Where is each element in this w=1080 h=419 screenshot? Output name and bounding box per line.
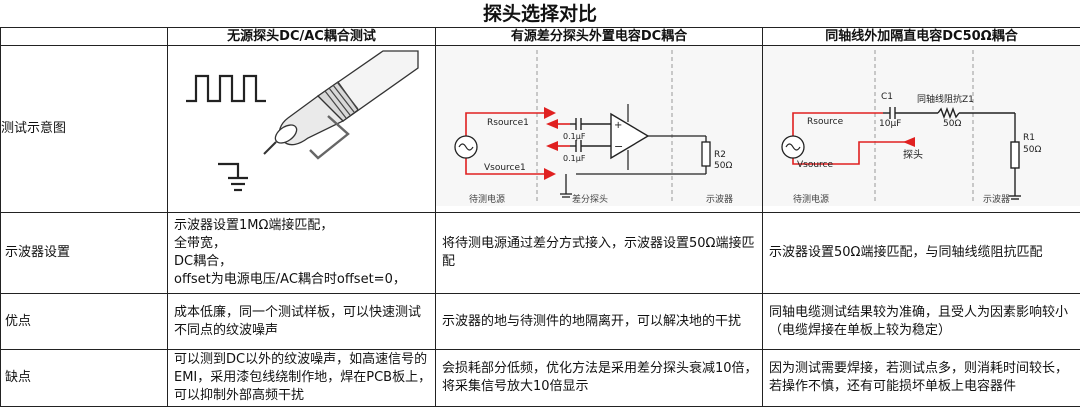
scope-setting-differential: 将待测电源通过差分方式接入，示波器设置50Ω端接匹配 <box>435 212 763 294</box>
disadvantages-differential: 会损耗部分低频，优化方法是采用差分探头衰减10倍，将采集信号放大10倍显示 <box>435 349 763 407</box>
passive-probe-illustration <box>186 50 419 192</box>
z1-name: 同轴线阻抗Z1 <box>917 93 974 105</box>
square-wave-icon <box>186 74 266 103</box>
ground-icon <box>218 162 248 192</box>
probe-icon <box>263 50 419 160</box>
c1-name: C1 <box>881 92 893 102</box>
differential-probe-schematic: + − Rsource1 <box>436 46 762 206</box>
advantages-coax: 同轴电缆测试结果较为准确，且受人为因素影响较小（电缆焊接在单板上较为稳定） <box>762 293 1080 350</box>
row-label-scope-setting: 示波器设置 <box>0 212 168 294</box>
zone-mid-label: 差分探头 <box>572 193 608 205</box>
r1-name: R1 <box>1023 133 1035 143</box>
zone-right-label-coax: 示波器 <box>983 193 1010 205</box>
scope-setting-coax: 示波器设置50Ω端接匹配，与同轴线缆阻抗匹配 <box>762 212 1080 294</box>
c1-value: 10μF <box>879 119 901 129</box>
header-row: 无源探头DC/AC耦合测试 有源差分探头外置电容DC耦合 同轴线外加隔直电容DC… <box>0 27 1080 46</box>
header-differential-probe: 有源差分探头外置电容DC耦合 <box>435 27 763 46</box>
r2-value: 50Ω <box>714 161 732 171</box>
diagram-row: 测试示意图 <box>0 45 1080 213</box>
probe-label: 探头 <box>903 148 923 161</box>
header-empty <box>0 27 168 46</box>
disadvantages-coax: 因为测试需要焊接，若测试点多，则消耗时间较长，若操作不慎，还有可能损坏单板上电容… <box>762 349 1080 407</box>
cap-top-label: 0.1μF <box>563 132 586 141</box>
z1-value: 50Ω <box>943 119 961 129</box>
row-label-advantages: 优点 <box>0 293 168 350</box>
r1-value: 50Ω <box>1023 145 1041 155</box>
scope-setting-row: 示波器设置 示波器设置1MΩ端接匹配， 全带宽， DC耦合， offset为电源… <box>0 212 1080 294</box>
rsource-label: Rsource1 <box>487 118 529 128</box>
coax-cable-schematic: C1 10μF 同轴线阻抗Z1 50Ω Rsource Vsource R1 5… <box>763 46 1080 206</box>
advantages-differential: 示波器的地与待测件的地隔离开，可以解决地的干扰 <box>435 293 763 350</box>
r2-name: R2 <box>714 150 726 160</box>
vsource-label: Vsource1 <box>484 163 526 173</box>
zone-right-label: 示波器 <box>706 193 733 205</box>
cap-bottom-label: 0.1μF <box>563 154 586 163</box>
page-title: 探头选择对比 <box>482 3 597 25</box>
passive-probe-diagram <box>167 45 436 213</box>
disadvantages-row: 缺点 可以测到DC以外的纹波噪声，如高速信号的EMI，采用漆包线绕制作地，焊在P… <box>0 349 1080 407</box>
header-coax-cable: 同轴线外加隔直电容DC50Ω耦合 <box>762 27 1080 46</box>
scope-setting-passive: 示波器设置1MΩ端接匹配， 全带宽， DC耦合， offset为电源电压/AC耦… <box>167 212 436 294</box>
coax-cable-diagram: C1 10μF 同轴线阻抗Z1 50Ω Rsource Vsource R1 5… <box>762 45 1080 213</box>
comparison-table: 无源探头DC/AC耦合测试 有源差分探头外置电容DC耦合 同轴线外加隔直电容DC… <box>0 27 1080 407</box>
rsource-label-coax: Rsource <box>807 117 844 127</box>
differential-probe-diagram: + − Rsource1 <box>435 45 763 213</box>
row-label-diagram: 测试示意图 <box>0 45 168 213</box>
svg-text:+: + <box>614 120 622 131</box>
header-passive-probe: 无源探头DC/AC耦合测试 <box>167 27 436 46</box>
advantages-passive: 成本低廉，同一个测试样板，可以快速测试不同点的纹波噪声 <box>167 293 436 350</box>
disadvantages-passive: 可以测到DC以外的纹波噪声，如高速信号的EMI，采用漆包线绕制作地，焊在PCB板… <box>167 349 436 407</box>
zone-left-label-coax: 待测电源 <box>793 193 829 205</box>
svg-text:−: − <box>614 140 623 153</box>
advantages-row: 优点 成本低廉，同一个测试样板，可以快速测试不同点的纹波噪声 示波器的地与待测件… <box>0 293 1080 350</box>
row-label-disadvantages: 缺点 <box>0 349 168 407</box>
vsource-label-coax: Vsource <box>797 160 834 170</box>
zone-left-label: 待测电源 <box>469 193 505 205</box>
